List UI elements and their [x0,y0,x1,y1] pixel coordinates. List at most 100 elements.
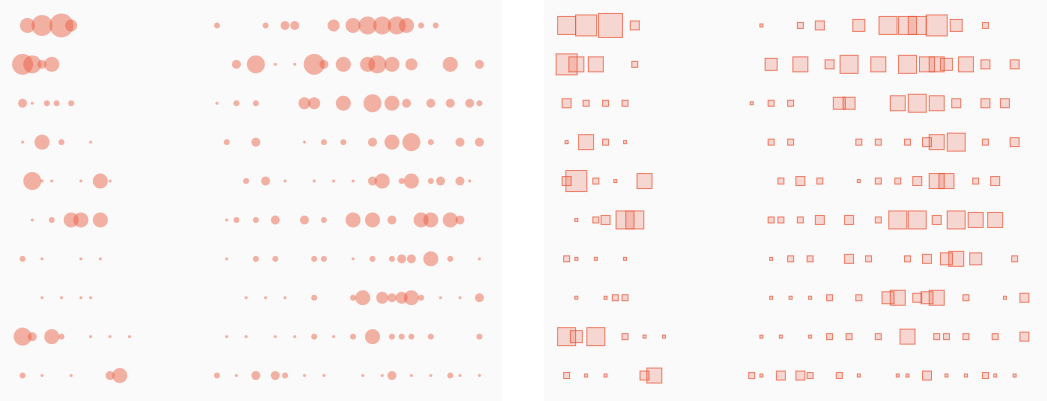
bubble-point [13,327,32,346]
bubble-point [233,100,240,107]
square-point [767,138,775,146]
bubble-point [252,255,259,262]
bubble-point [23,172,42,191]
square-point [778,334,783,339]
square-point [603,295,608,300]
square-point [602,99,610,107]
bubble-point [373,16,392,35]
bubble-point [234,374,238,378]
row-2 [557,327,1030,347]
square-point [563,255,571,263]
bubble-point [44,329,60,345]
bubble-point [34,134,50,150]
bubble-point [108,335,112,339]
square-point [808,334,813,339]
bubble-point [225,335,229,339]
square-point [881,291,895,305]
square-point [824,59,835,70]
square-point [587,56,604,73]
square-point [777,216,785,224]
bubble-point [332,179,336,183]
square-point [852,18,866,32]
bubble-point [50,179,54,183]
square-point [623,140,628,145]
bubble-point [418,294,425,301]
bubble-point [244,335,248,339]
bubble-point [406,254,416,264]
square-point [963,373,968,378]
square-point [874,177,882,185]
bubble-point [48,216,55,223]
bubble-point [108,179,112,183]
bubble-point [105,371,115,381]
bubble-point [128,335,131,339]
square-point [792,56,809,73]
bubble-point [19,17,35,33]
bubble-point [468,179,472,183]
square-point [907,15,927,35]
bubble-point [365,329,380,345]
square-point [957,56,974,73]
bubble-point [252,216,259,223]
bubble-point [43,100,50,107]
bubble-point [282,372,289,379]
square-point [808,295,813,300]
square-point [788,295,793,300]
bubble-point [387,371,397,381]
bubble-point [320,255,327,262]
bubble-point [273,62,277,66]
bubble-point [351,257,355,261]
bubble-point [270,371,280,381]
square-point [1002,295,1007,300]
bubble-point [69,374,73,378]
bubble-point [213,22,220,29]
square-point [568,56,585,73]
bubble-point [27,332,37,342]
square-point [912,292,923,303]
row-8 [18,94,483,113]
square-point [980,98,991,109]
row-3 [40,290,484,306]
bubble-point [465,98,475,108]
bubble-point [53,100,60,107]
square-point [907,93,927,113]
bubble-point [387,293,397,303]
square-point [921,253,932,264]
square-point [987,211,1004,228]
square-point [621,99,629,107]
bubble-point [68,100,75,107]
bubble-point [49,13,74,38]
square-point [816,177,824,185]
bubble-point [21,140,25,144]
square-point [962,294,970,302]
bubble-point [458,374,462,378]
bubble-point [387,215,397,225]
bubble-chart-panel [0,0,502,401]
square-point [962,333,970,341]
square-point [578,134,595,151]
row-9 [555,53,1020,76]
bubble-point [246,55,265,74]
bubble-point [12,53,34,75]
bubble-point [98,257,102,261]
bubble-point [273,335,277,339]
square-point [981,21,989,29]
bubble-point [402,98,412,108]
bubble-point [283,296,287,300]
square-point [946,210,966,230]
square-point [870,56,887,73]
bubble-point [360,56,376,72]
bubble-point [89,296,93,300]
bubble-point [31,14,53,36]
bubble-point [92,173,108,189]
square-point [796,216,804,224]
bubble-point [408,333,415,340]
bubble-point [270,215,280,225]
square-point [832,96,846,110]
square-point [814,20,825,31]
square-point [993,373,998,378]
bubble-point [65,19,78,32]
square-point [874,333,882,341]
square-point [874,216,882,224]
square-point [991,333,999,341]
